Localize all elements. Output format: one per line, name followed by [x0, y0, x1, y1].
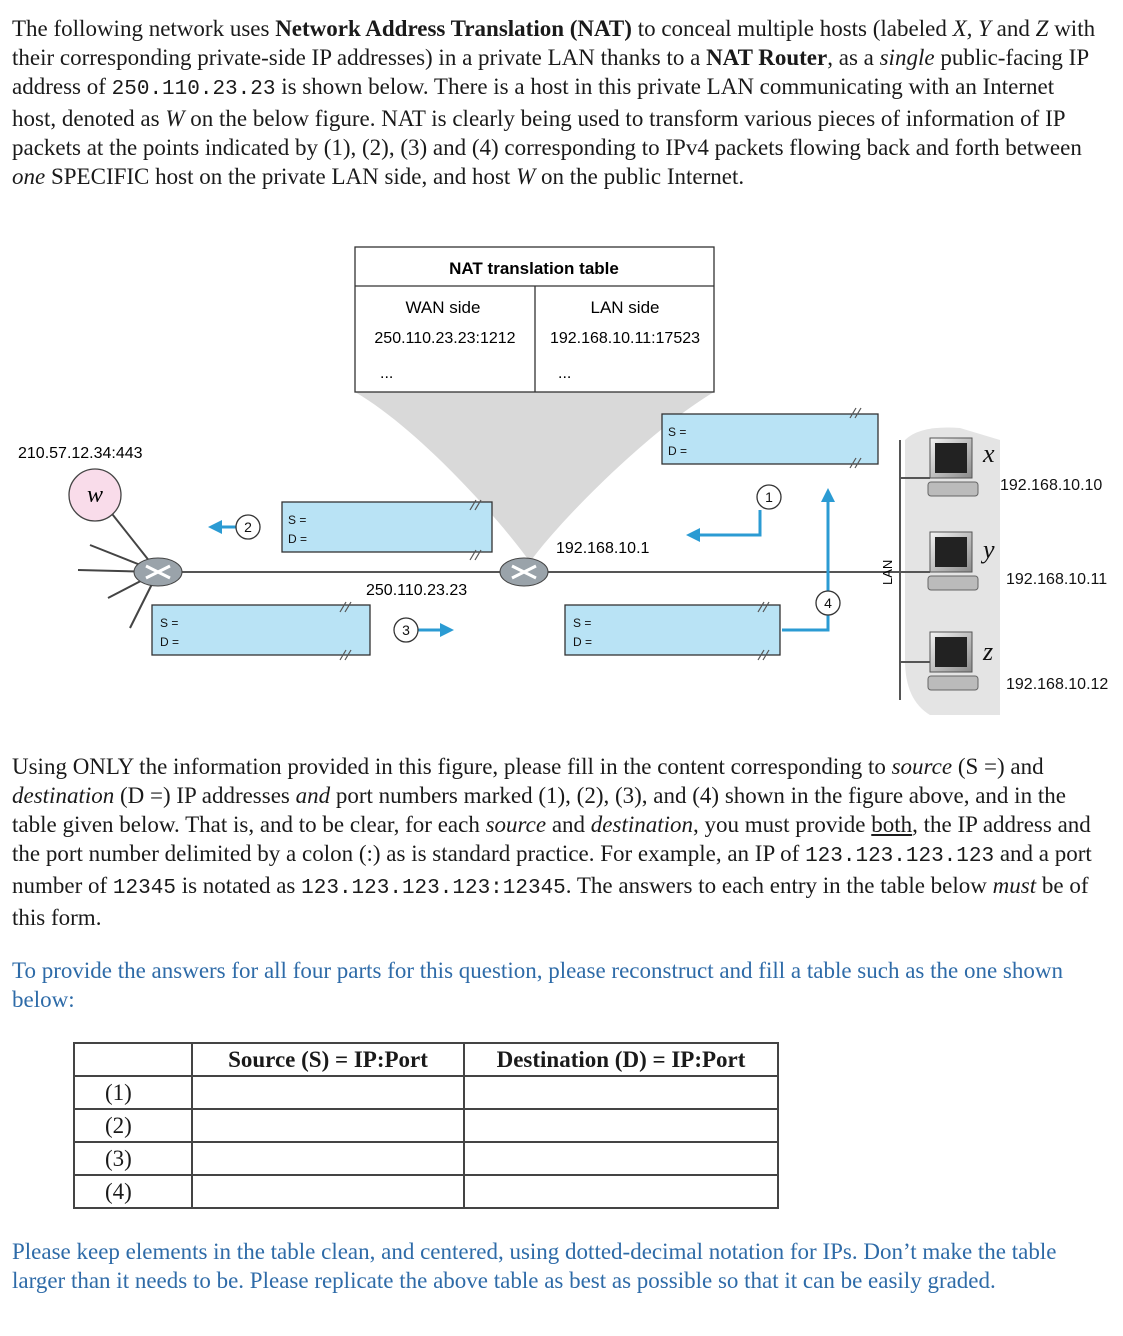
source-cell[interactable] — [191, 1141, 465, 1176]
source-header: Source (S) = IP:Port — [191, 1042, 465, 1077]
host-w — [68, 468, 122, 522]
host-x-ip: 192.168.10.10 — [1000, 477, 1102, 494]
nat-table-callout — [355, 392, 714, 562]
lan-label: LAN — [880, 560, 895, 585]
host-x-label: x — [982, 439, 995, 468]
host-y-ip: 192.168.10.11 — [1006, 571, 1107, 588]
table-row: (1) — [73, 1075, 779, 1110]
lan-entry: 192.168.10.11:17523 — [550, 330, 700, 347]
host-w-address: 210.57.12.34:443 — [18, 445, 143, 462]
instruction-formatting: Please keep elements in the table clean,… — [12, 1239, 1057, 1293]
marker-4 — [815, 590, 841, 616]
internet-router — [133, 557, 183, 587]
arrow-1 — [698, 510, 762, 537]
computer-z-icon — [927, 631, 979, 691]
destination-cell[interactable] — [463, 1108, 779, 1143]
answer-table-header-row: Source (S) = IP:Port Destination (D) = I… — [73, 1042, 779, 1077]
svg-text:w: w — [87, 482, 103, 508]
instruction-reconstruct: To provide the answers for all four part… — [12, 958, 1063, 1012]
marker-1 — [756, 484, 782, 510]
row-label: (2) — [73, 1108, 193, 1143]
nat-translation-table: NAT translation table WAN side LAN side … — [354, 246, 715, 393]
source-cell[interactable] — [191, 1174, 465, 1209]
computer-y-icon — [927, 531, 979, 591]
svg-text:2: 2 — [244, 519, 252, 535]
source-cell[interactable] — [191, 1108, 465, 1143]
wan-entry: 250.110.23.23:1212 — [374, 330, 515, 347]
table-row: (2) — [73, 1108, 779, 1143]
pkt1-s: S = — [668, 425, 686, 439]
row-label: (3) — [73, 1141, 193, 1176]
host-z-label: z — [982, 637, 993, 666]
packet-box-2 — [281, 501, 493, 553]
table-row: (4) — [73, 1174, 779, 1209]
packet-box-left — [151, 604, 371, 656]
row-label: (1) — [73, 1075, 193, 1110]
svg-text:1: 1 — [765, 489, 773, 505]
pkt4-s: S = — [573, 616, 591, 630]
nat-network-diagram: S = D = S = D = S = D = S = D = 1 2 3 4 — [18, 246, 1108, 715]
source-cell[interactable] — [191, 1075, 465, 1110]
destination-cell[interactable] — [463, 1075, 779, 1110]
pkt1-d: D = — [668, 444, 687, 458]
pkt2-s: S = — [288, 513, 306, 527]
computer-x-icon — [927, 437, 979, 497]
intro-paragraph: The following network uses Network Addre… — [12, 16, 1096, 189]
question-paragraph: Using ONLY the information provided in t… — [12, 754, 1092, 930]
packet-box-1 — [661, 413, 879, 465]
host-z-ip: 192.168.10.12 — [1006, 676, 1108, 693]
destination-header: Destination (D) = IP:Port — [463, 1042, 779, 1077]
svg-text:3: 3 — [402, 622, 410, 638]
router-lan-ip: 192.168.10.1 — [556, 540, 650, 557]
marker-2 — [235, 514, 261, 540]
wan-side-header: WAN side — [406, 298, 481, 317]
nat-router — [499, 557, 549, 587]
destination-cell[interactable] — [463, 1174, 779, 1209]
row-label: (4) — [73, 1174, 193, 1209]
marker-3 — [393, 617, 419, 643]
wan-ellipsis: ... — [380, 365, 393, 382]
blank-header — [73, 1042, 193, 1077]
pkt3-d: D = — [160, 635, 179, 649]
lan-ellipsis: ... — [558, 365, 571, 382]
nat-table-title: NAT translation table — [449, 259, 619, 278]
pkt2-d: D = — [288, 532, 307, 546]
arrow-4 — [782, 500, 830, 632]
packet-box-4 — [564, 604, 781, 656]
pkt3-s: S = — [160, 616, 178, 630]
host-y-label: y — [980, 535, 995, 564]
pkt4-d: D = — [573, 635, 592, 649]
answer-table: Source (S) = IP:Port Destination (D) = I… — [73, 1042, 779, 1209]
table-row: (3) — [73, 1141, 779, 1176]
lan-side-header: LAN side — [591, 298, 660, 317]
svg-text:4: 4 — [824, 595, 832, 611]
destination-cell[interactable] — [463, 1141, 779, 1176]
router-wan-ip: 250.110.23.23 — [366, 582, 467, 599]
